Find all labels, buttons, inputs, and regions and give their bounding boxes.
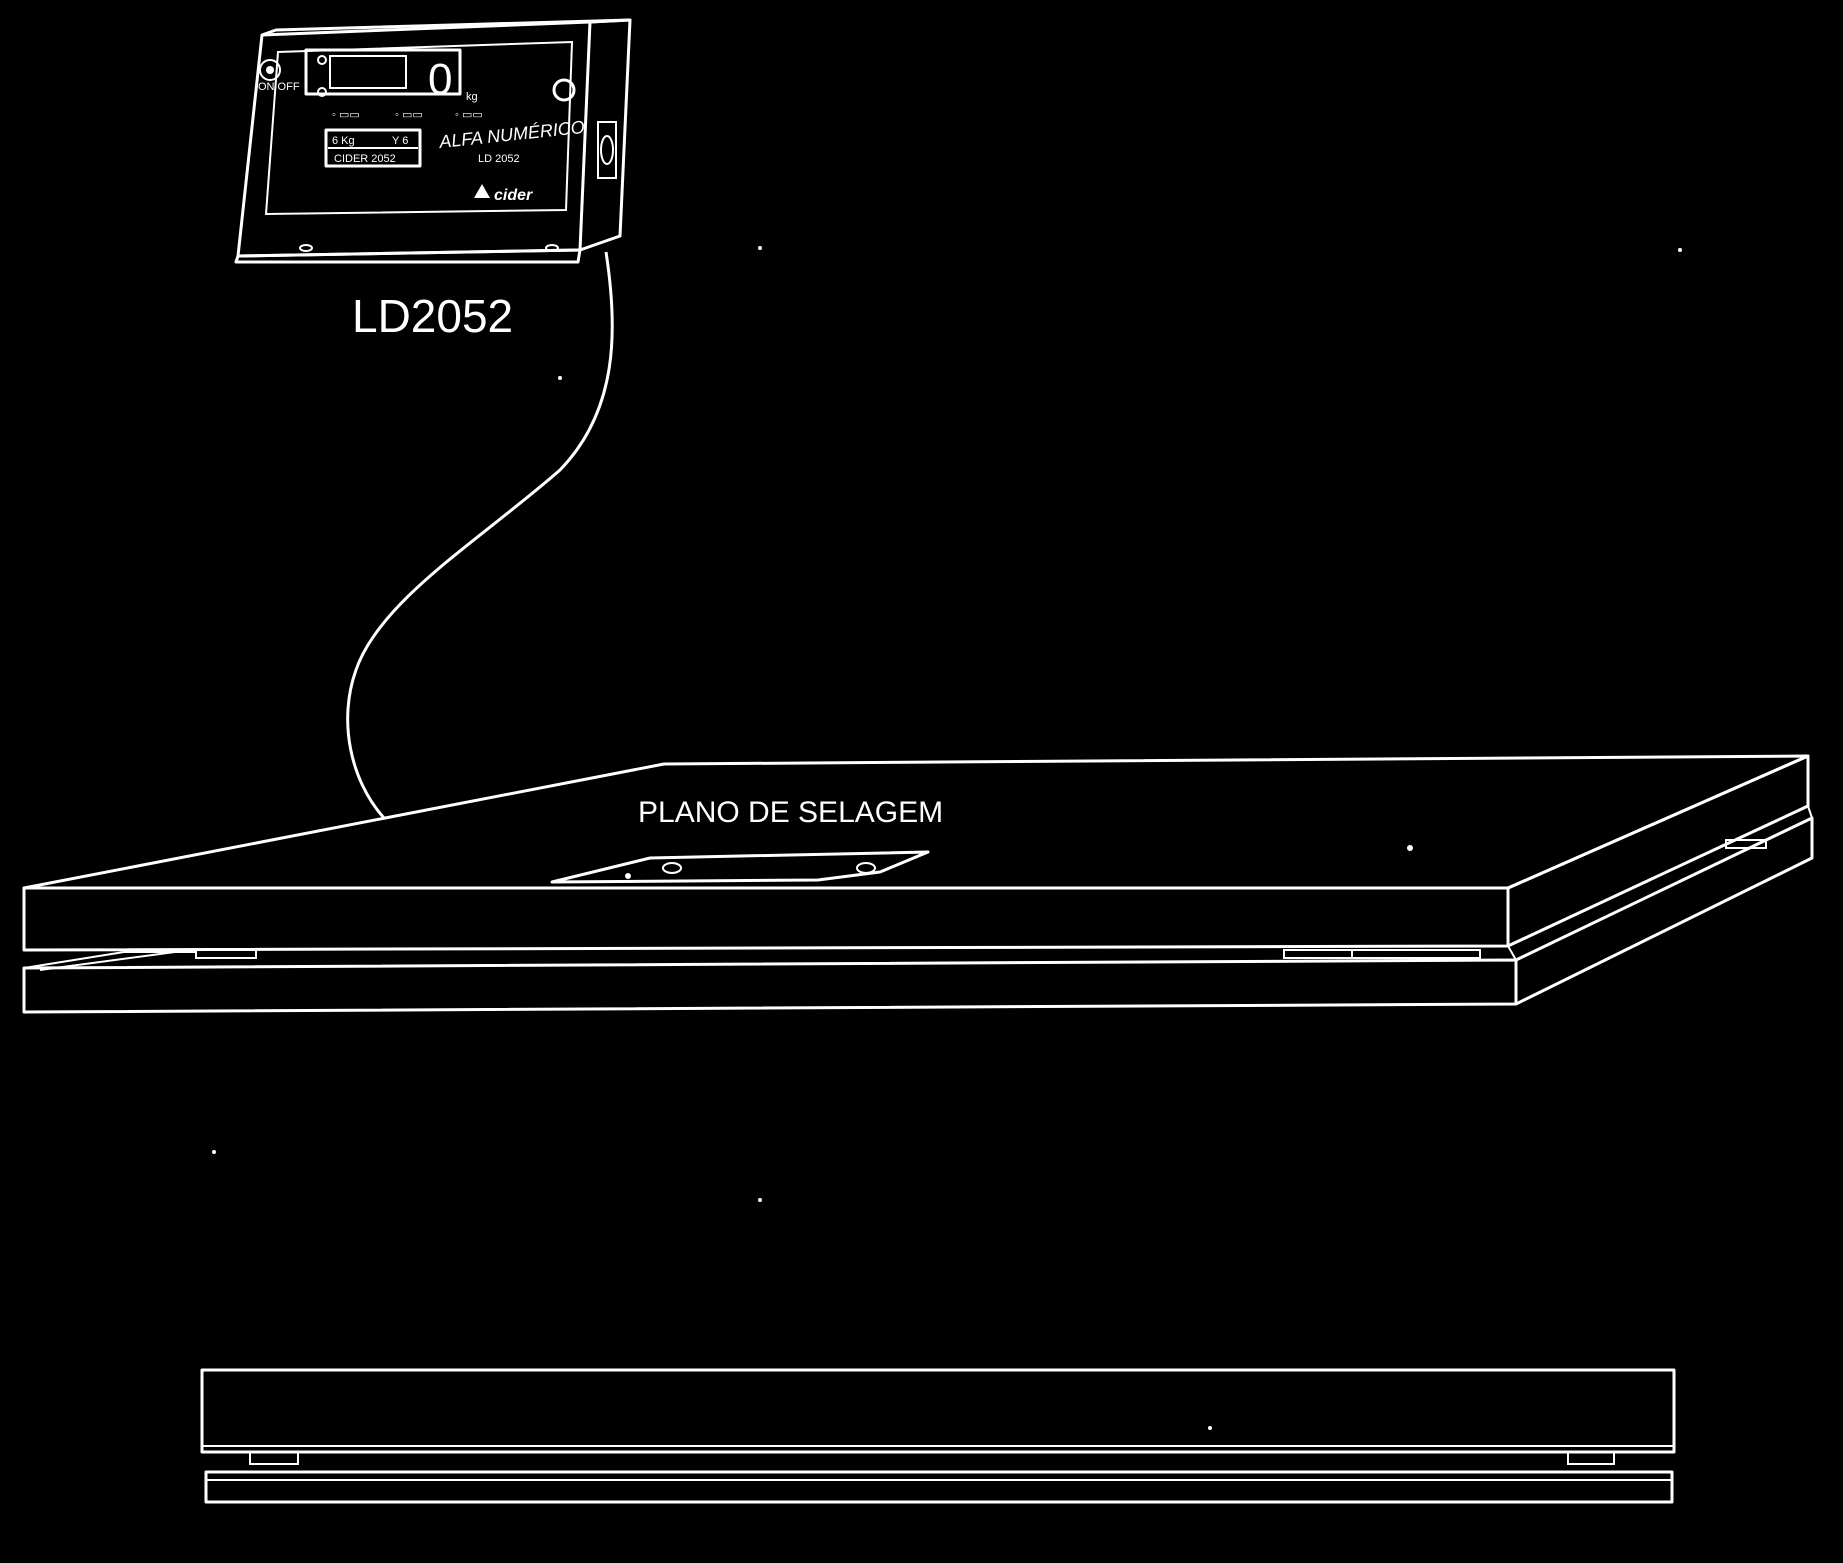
manufacturer-logo: cider <box>494 187 533 204</box>
plate-line2: CIDER 2052 <box>334 153 396 165</box>
plate-line1-right: Y 6 <box>392 135 408 147</box>
plate-line1-left: 6 Kg <box>332 135 355 147</box>
platform-side-view <box>200 1368 1676 1504</box>
model-label: LD2052 <box>352 290 513 342</box>
display-unit: kg <box>466 91 478 103</box>
svg-text:◦ ▭▭: ◦ ▭▭ <box>395 109 423 121</box>
plane-label: PLANO DE SELAGEM <box>638 796 943 829</box>
connection-cable <box>346 251 614 819</box>
model-small: LD 2052 <box>478 153 520 165</box>
svg-text:ON OFF: ON OFF <box>258 81 300 93</box>
scan-noise <box>212 246 1682 1430</box>
svg-text:◦ ▭▭: ◦ ▭▭ <box>332 109 360 121</box>
svg-text:◦ ▭▭: ◦ ▭▭ <box>455 109 483 121</box>
display-digit: 0 <box>428 55 452 104</box>
platform-perspective <box>22 754 1814 1014</box>
brand-text: ALFA NUMÉRICO <box>437 117 585 152</box>
weighing-indicator: ON OFF 0 kg ◦ ▭▭ ◦ ▭▭ ◦ ▭▭ 6 Kg Y 6 CIDE… <box>234 18 632 264</box>
